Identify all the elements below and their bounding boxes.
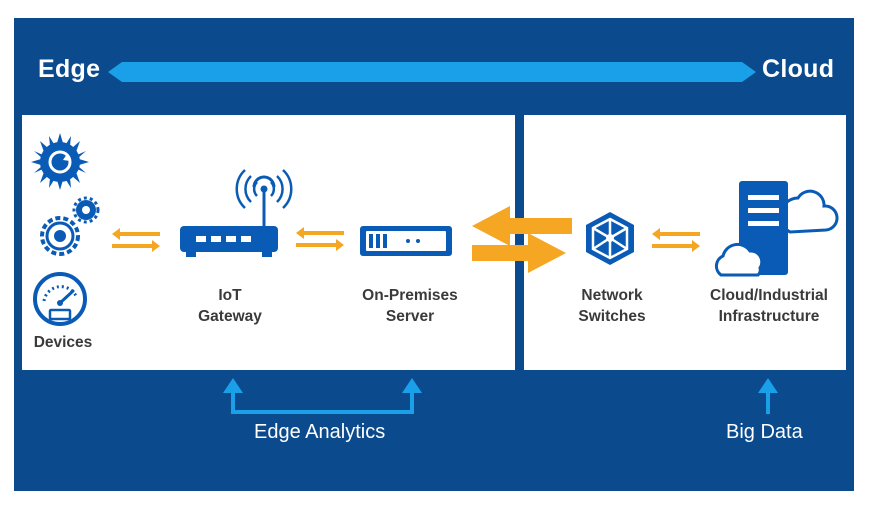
on-premises-server-label: On-Premises Server xyxy=(362,287,458,325)
network-switches-label: Network Switches xyxy=(578,287,646,325)
edge-label: Edge xyxy=(38,55,101,83)
cloud-infrastructure-label: Cloud/Industrial Infrastructure xyxy=(710,287,828,325)
big-data-label: Big Data xyxy=(726,421,803,443)
iot-gateway-label: IoT Gateway xyxy=(198,287,262,325)
cloud-label: Cloud xyxy=(762,55,835,83)
edge-cloud-double-arrow xyxy=(108,62,756,82)
devices-label: Devices xyxy=(33,334,93,351)
edge-analytics-label: Edge Analytics xyxy=(254,421,386,443)
cloud-panel xyxy=(524,115,846,370)
